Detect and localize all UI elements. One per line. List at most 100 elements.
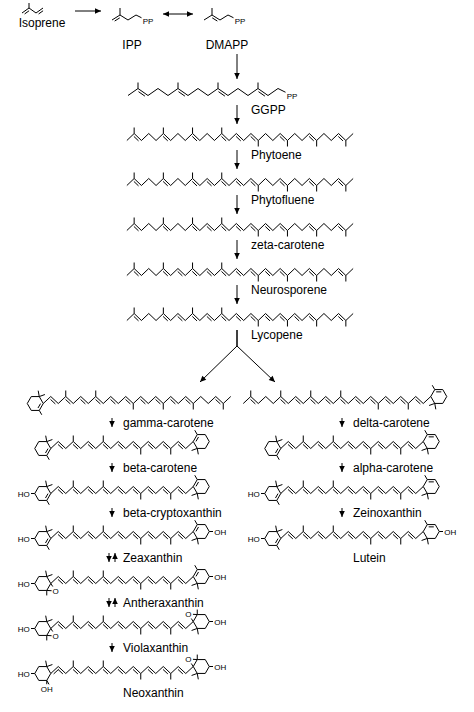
bond-line	[348, 534, 353, 538]
bond-line	[303, 436, 304, 442]
bond-line	[427, 493, 435, 494]
compound-node: Antheraxanthin	[19, 564, 226, 596]
compound-node: Phytoene	[125, 126, 355, 148]
bond-line	[281, 487, 289, 494]
bond-line	[81, 532, 89, 539]
bond-line	[73, 436, 74, 442]
bond-line	[96, 399, 101, 403]
bond-line	[58, 579, 63, 583]
bond-line	[269, 486, 277, 487]
bond-line	[378, 534, 383, 538]
bond-line	[133, 404, 134, 410]
reaction-arrow	[163, 11, 193, 17]
bond-line	[73, 442, 81, 449]
bond-line	[58, 667, 66, 674]
arrow-head	[234, 298, 240, 304]
bond-line	[265, 494, 269, 501]
bond-line	[192, 181, 197, 185]
bond-line	[39, 486, 47, 487]
bond-line	[324, 179, 331, 186]
bond-line	[207, 181, 212, 185]
arrow-head	[234, 163, 240, 169]
bond-line	[43, 397, 51, 404]
bond-line	[103, 397, 111, 404]
bond-line	[280, 136, 285, 140]
bond-line	[163, 218, 164, 224]
bond-line	[128, 15, 136, 20]
bond-line	[47, 620, 53, 622]
bond-line	[103, 661, 104, 667]
bond-line	[118, 624, 123, 628]
bond-line	[303, 481, 304, 487]
bond-line	[148, 532, 156, 539]
bond-line	[81, 667, 89, 674]
bond-line	[178, 83, 179, 89]
bond-line	[393, 534, 398, 538]
bond-line	[51, 487, 59, 494]
bond-line	[275, 539, 278, 543]
bond-line	[45, 449, 48, 453]
compound-node: IPP	[104, 2, 160, 52]
bond-line	[345, 321, 346, 327]
bond-line	[141, 667, 149, 674]
bond-line	[408, 534, 413, 538]
bond-line	[222, 179, 229, 186]
bond-line	[296, 532, 304, 539]
bond-line	[39, 576, 47, 577]
bond-line	[236, 269, 243, 276]
bond-line	[186, 397, 194, 404]
bond-line	[408, 404, 409, 410]
bond-line	[296, 487, 304, 494]
bond-line	[38, 404, 41, 408]
bond-line	[393, 487, 401, 494]
bond-line	[333, 489, 338, 493]
bond-line	[205, 570, 209, 577]
bond-line	[46, 680, 47, 684]
bond-line	[435, 532, 439, 539]
bond-line	[197, 659, 205, 660]
bond-line	[371, 532, 379, 539]
bond-line	[401, 397, 409, 404]
bond-line	[378, 487, 386, 494]
bond-line	[88, 669, 93, 673]
bond-line	[171, 622, 179, 629]
bond-line	[303, 397, 311, 404]
bond-line	[46, 590, 47, 595]
bond-line	[378, 444, 383, 448]
bond-line	[386, 532, 394, 539]
bond-line	[223, 404, 224, 410]
bond-line	[363, 444, 368, 448]
bond-line	[134, 181, 139, 185]
bond-line	[281, 442, 289, 449]
bond-line	[47, 575, 53, 577]
bond-line	[66, 397, 74, 404]
bond-line	[339, 179, 346, 186]
bond-line	[317, 134, 324, 141]
bond-line	[192, 173, 193, 179]
bond-line	[363, 397, 371, 404]
bond-line	[39, 590, 47, 591]
bond-line	[275, 494, 278, 498]
bond-line	[140, 539, 141, 545]
bond-line	[73, 481, 74, 487]
bond-line	[333, 532, 341, 539]
bond-line	[207, 134, 214, 141]
compound-node: Violaxanthin	[19, 609, 226, 641]
bond-line	[178, 92, 184, 96]
bond-line	[163, 487, 171, 494]
bond-line	[31, 396, 39, 397]
bond-line	[47, 674, 51, 681]
bond-line	[195, 565, 198, 569]
bond-line	[348, 444, 353, 448]
bond-line	[338, 226, 343, 230]
bond-line	[163, 669, 168, 673]
bond-line	[265, 487, 269, 494]
bond-line	[188, 89, 198, 96]
bond-line	[29, 8, 36, 13]
bond-line	[302, 134, 309, 141]
bond-line	[96, 532, 104, 539]
group-label: OH	[213, 527, 227, 536]
bond-line	[363, 487, 371, 494]
bond-line	[309, 181, 314, 185]
